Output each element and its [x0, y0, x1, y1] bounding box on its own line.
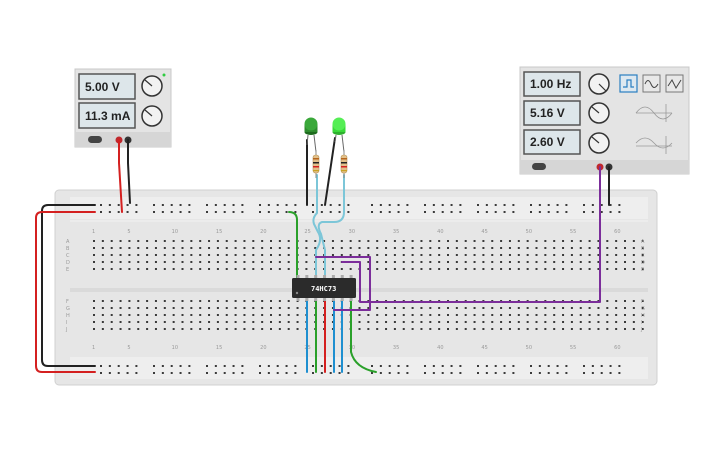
row-letter: G [641, 306, 645, 312]
sine-wave-button[interactable] [665, 74, 684, 93]
column-number: 15 [216, 345, 222, 351]
column-number: 15 [216, 229, 222, 235]
column-number: 25 [304, 229, 310, 235]
row-letter: F [66, 299, 69, 305]
column-number: 10 [172, 229, 178, 235]
function-generator[interactable]: 1.00 Hz 5.16 V 2.60 V [519, 66, 690, 175]
row-letter: E [66, 267, 69, 273]
offset-readout: 2.60 V [530, 135, 565, 149]
power-supply[interactable]: 5.00 V 11.3 mA [74, 68, 172, 148]
square-wave-icon [623, 79, 634, 88]
row-letter: A [641, 239, 645, 245]
column-number: 45 [481, 229, 487, 235]
column-number: 30 [349, 229, 355, 235]
voltage-display [78, 73, 136, 100]
wire-led-right-ground[interactable] [324, 137, 336, 206]
column-number: 5 [127, 345, 130, 351]
wire-red-rail-jumper[interactable] [35, 211, 96, 373]
chip-74hc73[interactable]: 74HC73 [292, 275, 356, 301]
amplitude-diagram-icon [635, 104, 673, 122]
column-number: 35 [393, 229, 399, 235]
column-number: 50 [526, 229, 532, 235]
wire-purple-generator[interactable] [341, 166, 601, 303]
row-letter: B [66, 246, 70, 252]
row-letter: D [641, 260, 645, 266]
column-number: 1 [92, 229, 95, 235]
column-number: 20 [260, 345, 266, 351]
wire-purple-loop[interactable] [315, 256, 371, 311]
row-letter: B [641, 246, 645, 252]
offset-display [523, 129, 581, 155]
column-number: 55 [570, 229, 576, 235]
generator-power-switch[interactable] [532, 163, 546, 170]
column-number: 35 [393, 345, 399, 351]
row-letter: E [641, 267, 644, 273]
row-letter: I [66, 320, 67, 326]
wire-black-supply[interactable] [127, 139, 131, 204]
wire-red-supply[interactable] [118, 139, 123, 213]
frequency-readout: 1.00 Hz [530, 77, 571, 91]
row-letter: C [66, 253, 70, 259]
row-letter: J [640, 327, 642, 333]
amplitude-display [523, 100, 581, 126]
row-letter: D [66, 260, 70, 266]
column-number: 60 [614, 345, 620, 351]
row-letter: J [65, 327, 67, 333]
resistor-left[interactable] [312, 150, 320, 178]
current-display [78, 102, 136, 129]
offset-diagram-icon [635, 136, 673, 154]
wire-green-left[interactable] [288, 211, 298, 281]
chip-label: 74HC73 [311, 285, 336, 293]
amplitude-readout: 5.16 V [530, 106, 565, 120]
row-letter: C [641, 253, 645, 259]
row-letter: A [66, 239, 70, 245]
wire-green-right[interactable] [350, 299, 377, 373]
sine-wave-icon [667, 79, 682, 90]
resistor-right[interactable] [340, 150, 348, 178]
column-number: 10 [172, 345, 178, 351]
triangle-wave-button[interactable] [642, 74, 661, 93]
column-number: 20 [260, 229, 266, 235]
row-letter: H [641, 313, 645, 319]
triangle-wave-icon [644, 80, 659, 88]
column-number: 40 [437, 345, 443, 351]
current-readout: 11.3 mA [85, 109, 131, 123]
column-number: 55 [570, 345, 576, 351]
wires[interactable] [35, 137, 610, 373]
column-number: 1 [92, 345, 95, 351]
frequency-display [523, 71, 581, 97]
row-letter: I [641, 320, 642, 326]
square-wave-button[interactable] [619, 74, 638, 93]
wire-lightblue-2[interactable] [317, 174, 345, 283]
column-number: 40 [437, 229, 443, 235]
cv-indicator-light [162, 73, 166, 77]
column-number: 50 [526, 345, 532, 351]
row-letter: G [66, 306, 70, 312]
row-letter: H [66, 313, 70, 319]
led-left[interactable] [304, 117, 318, 153]
led-right[interactable] [332, 117, 346, 153]
column-number: 60 [614, 229, 620, 235]
wire-black-rail-jumper[interactable] [41, 204, 96, 367]
row-letter: F [641, 299, 644, 305]
column-number: 45 [481, 345, 487, 351]
power-switch[interactable] [88, 136, 102, 143]
column-number: 5 [127, 229, 130, 235]
wire-lightblue-1[interactable] [312, 174, 322, 283]
voltage-readout: 5.00 V [85, 80, 120, 94]
